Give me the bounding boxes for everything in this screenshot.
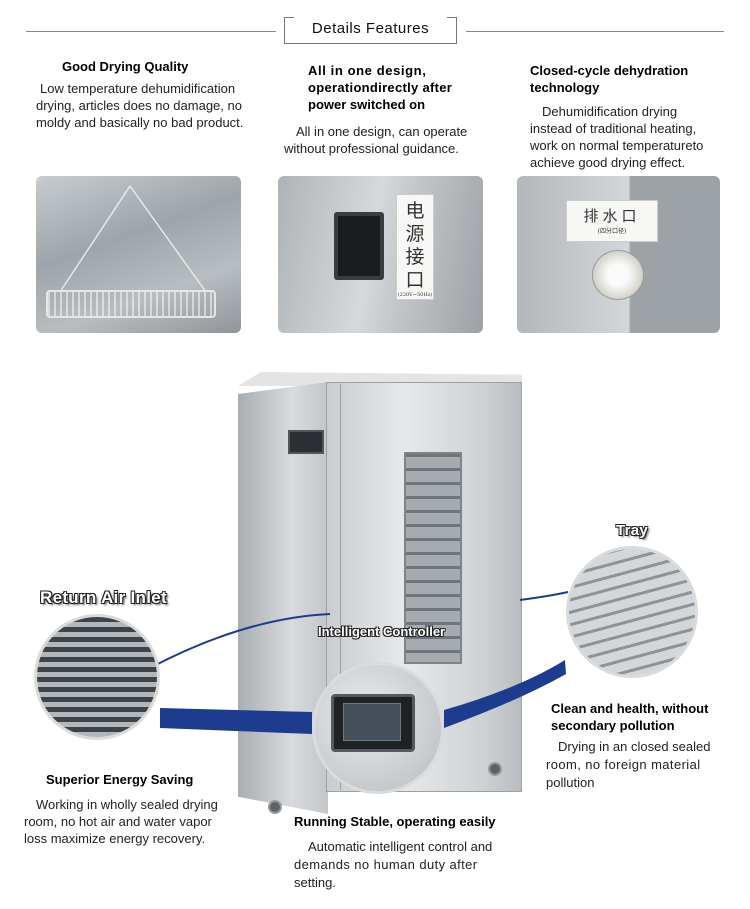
desc-line: loss maximize energy recovery. [24, 831, 206, 846]
feature-desc-drying-quality: Low temperature dehumidification drying,… [36, 80, 266, 131]
title-line: All in one design, [308, 63, 427, 78]
machine-control-screen [288, 430, 324, 454]
page-title: Details Features [311, 20, 430, 37]
feature-title-closed-cycle: Closed-cycle dehydration technology [530, 62, 688, 96]
header-frame [284, 17, 457, 44]
feature-title-energy-saving: Superior Energy Saving [46, 772, 194, 787]
desc-line: Dehumidification drying [542, 104, 678, 119]
door-seam [340, 384, 341, 790]
desc-line: demands no human duty after [294, 857, 478, 872]
title-line: operationdirectly after [308, 80, 453, 95]
desc-line: Automatic intelligent control and [308, 839, 493, 854]
feature-title-running-stable: Running Stable, operating easily [294, 814, 496, 829]
tray-rack-graphic [46, 290, 216, 318]
feature-desc-all-in-one: All in one design, can operate without p… [284, 123, 494, 157]
tag-char: 接 [405, 246, 425, 268]
title-line: secondary pollution [551, 718, 675, 733]
desc-line: achieve good drying effect. [530, 155, 686, 170]
tag-sub: (220V~50Hz) [397, 292, 433, 298]
desc-line: without professional guidance. [284, 141, 459, 156]
desc-line: Low temperature dehumidification [40, 81, 236, 96]
desc-line: moldy and basically no bad product. [36, 115, 244, 130]
tray-label: Tray [616, 522, 649, 539]
title-line: power switched on [308, 97, 426, 112]
feature-desc-energy-saving: Working in wholly sealed drying room, no… [24, 796, 264, 847]
tray-view-window [404, 452, 462, 664]
tag-char: 口 [405, 269, 425, 291]
power-port-tag: 电 源 接 口 (220V~50Hz) [396, 194, 434, 300]
drain-port-tag: 排水口 (四分口径) [566, 200, 658, 242]
caster-wheel [488, 762, 502, 776]
title-line: technology [530, 80, 600, 95]
tag-text: 排水口 [583, 207, 641, 225]
return-air-inlet-label: Return Air Inlet [40, 588, 167, 607]
desc-line: drying, articles does no damage, no [36, 98, 242, 113]
tag-sub: (四分口径) [597, 228, 627, 235]
desc-line: Working in wholly sealed drying [36, 797, 218, 812]
feature-title-all-in-one: All in one design, operationdirectly aft… [308, 62, 452, 113]
tray-zoom [566, 546, 698, 678]
tag-char: 源 [405, 223, 425, 245]
desc-line: pollution [546, 775, 595, 790]
desc-line: Drying in an closed sealed [558, 739, 711, 754]
header-rule-left [26, 31, 276, 32]
desc-line: setting. [294, 875, 336, 890]
feature-title-drying-quality: Good Drying Quality [62, 59, 189, 74]
return-air-inlet-zoom [34, 614, 160, 740]
title-line: Closed-cycle dehydration [530, 63, 689, 78]
feature-desc-running-stable: Automatic intelligent control and demand… [294, 838, 524, 892]
feature-desc-clean-health: Drying in an closed sealed room, no fore… [546, 738, 746, 792]
desc-line: instead of traditional heating, [530, 121, 697, 136]
desc-line: work on normal temperatureto [530, 138, 704, 153]
controller-screen-icon [343, 703, 401, 741]
feature-title-clean-health: Clean and health, without secondary poll… [551, 700, 708, 734]
intelligent-controller-label: Intelligent Controller [318, 624, 446, 639]
desc-line: room, no foreign material [546, 757, 701, 772]
caster-wheel [268, 800, 282, 814]
power-socket-icon [334, 212, 384, 280]
desc-line: room, no hot air and water vapor [24, 814, 212, 829]
drain-pipe-icon [592, 250, 644, 300]
feature-desc-closed-cycle: Dehumidification drying instead of tradi… [530, 103, 740, 171]
header-rule-right [466, 31, 724, 32]
title-line: Clean and health, without [551, 701, 709, 716]
tag-char: 电 [405, 200, 425, 222]
desc-line: All in one design, can operate [296, 124, 468, 139]
